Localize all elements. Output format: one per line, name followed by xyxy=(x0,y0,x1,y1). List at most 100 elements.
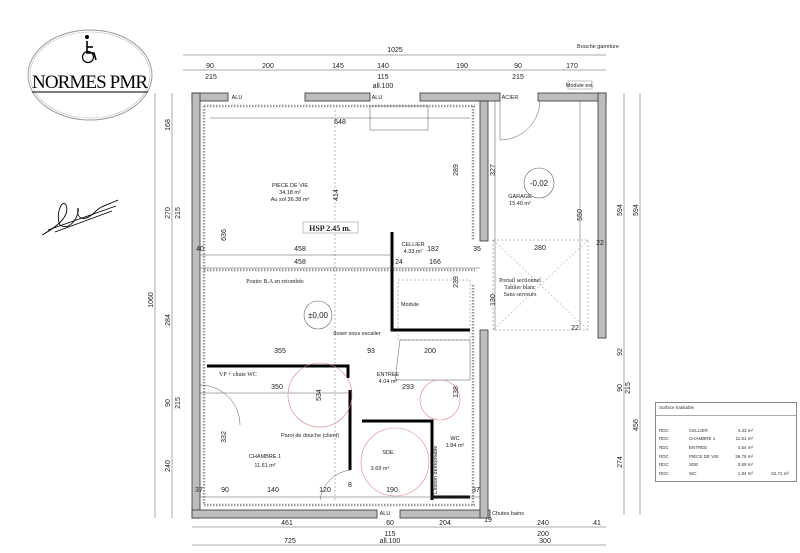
plan-label: 190 xyxy=(386,487,398,494)
plan-label: 200 xyxy=(262,63,274,70)
plan-label: 725 xyxy=(284,538,296,545)
left-dimensions: 168 270 215 1060 284 90 215 240 xyxy=(148,93,182,518)
surface-total: 62.71 m² xyxy=(771,470,789,476)
plan-label: 240 xyxy=(537,520,549,527)
plan-label: 90 xyxy=(165,399,172,407)
plan-label: 636 xyxy=(221,229,228,241)
plan-label: ALU xyxy=(232,95,243,101)
plan-label: 458 xyxy=(294,246,306,253)
plan-label: 550 xyxy=(577,209,584,221)
plan-label: VP + chute WC xyxy=(219,372,257,378)
plan-label: 140 xyxy=(267,487,279,494)
top-dimensions: 1025 90 200 145 140 190 90 170 215 115 a… xyxy=(183,44,619,90)
level-garage: -0,02 xyxy=(530,179,549,188)
turning-circles xyxy=(287,362,461,497)
plan-label: 458 xyxy=(294,259,306,266)
plan-label: 215 xyxy=(175,207,182,219)
plan-label: Tablier blanc xyxy=(504,285,536,291)
plan-label: 239 xyxy=(453,276,460,288)
plan-label: 90 xyxy=(514,63,522,70)
plan-label: 461 xyxy=(281,520,293,527)
garage: -0,02 GARAGE 15.40 m² Portail sectionnel… xyxy=(492,101,589,331)
plan-label: 190 xyxy=(456,63,468,70)
plan-label: CELLIER xyxy=(402,242,425,248)
normes-pmr-logo: NORMES PMR xyxy=(27,29,153,121)
level-main: ±0,00 xyxy=(308,311,329,320)
plan-label: 270 xyxy=(165,207,172,219)
plan-label: 274 xyxy=(617,456,624,468)
bottom-dimensions: 461 60 204 19 240 41 115 200 725 all.100… xyxy=(192,517,606,546)
plan-label: 215 xyxy=(175,397,182,409)
plan-label: 1060 xyxy=(148,292,155,308)
plan-label: 534 xyxy=(316,389,323,401)
plan-label: 145 xyxy=(332,63,344,70)
plan-label: ENTREE xyxy=(377,372,400,378)
plan-label: 170 xyxy=(566,63,578,70)
plan-label: 115 xyxy=(377,74,388,81)
plan-label: 284 xyxy=(165,314,172,326)
plan-label: 24 xyxy=(395,259,403,266)
plan-label: 215 xyxy=(512,74,524,81)
plan-label: 332 xyxy=(221,431,228,443)
plan-label: 22 xyxy=(571,325,579,332)
plan-label: 200 xyxy=(537,531,549,538)
plan-label: 90 xyxy=(617,384,624,392)
plan-label: 182 xyxy=(427,246,439,253)
plan-label: 168 xyxy=(165,119,172,131)
logo-text: NORMES PMR xyxy=(32,72,148,93)
plan-label: Au sol 36.38 m² xyxy=(271,197,310,203)
plan-label: 90 xyxy=(206,63,214,70)
plan-label: 8 xyxy=(348,482,352,489)
plan-label: 93 xyxy=(367,348,375,355)
plan-label: 11.61 m² xyxy=(254,463,275,469)
plan-label: 37 xyxy=(472,487,480,494)
plan-label: PIECE DE VIE xyxy=(272,183,308,189)
plan-label: 456 xyxy=(633,419,640,431)
signature xyxy=(41,199,119,236)
plan-label: 240 xyxy=(165,460,172,472)
plan-label: ACIER xyxy=(502,95,519,101)
plan-label: 280 xyxy=(534,245,546,252)
plan-label: 138 xyxy=(453,386,460,398)
inner-dimensions: 648 414 289 327 550 458 458 636 40 182 1… xyxy=(195,119,604,494)
plan-label: Sans serveurs xyxy=(504,292,537,298)
interior-walls xyxy=(199,99,541,501)
wheelchair-icon xyxy=(81,35,97,64)
plan-label: Portail sectionnel xyxy=(499,278,541,284)
plan-label: 355 xyxy=(274,348,286,355)
plan-label: 4.33 m² xyxy=(404,249,423,255)
plan-label: Module ext. xyxy=(566,83,595,89)
plan-label: 215 xyxy=(625,382,632,394)
right-dimensions: 594 594 92 90 215 456 274 xyxy=(617,93,641,515)
plan-label: 166 xyxy=(429,259,441,266)
plan-label: 19 xyxy=(484,517,492,524)
plan-label: all.100 xyxy=(380,538,401,545)
plan-label: 120 xyxy=(319,487,331,494)
plan-label: 90 xyxy=(221,487,229,494)
plan-label: 34.18 m² xyxy=(279,190,301,196)
window-labels: ALU ALU ACIER ALU xyxy=(232,95,519,517)
plan-label: 92 xyxy=(617,348,624,356)
plan-label: 22 xyxy=(596,240,604,247)
plan-label: WC xyxy=(450,436,459,442)
plan-label: 350 xyxy=(271,384,283,391)
plan-label: Poutre B.A en retombée xyxy=(246,279,304,285)
plan-label: Bouche garniture xyxy=(577,44,619,50)
plan-label: doser sous escalier xyxy=(333,331,381,337)
plan-label: 300 xyxy=(539,538,551,545)
plan-label: 289 xyxy=(453,164,460,176)
plan-label: Module xyxy=(401,302,419,308)
plan-label: ALU xyxy=(372,95,383,101)
plan-label: ALU xyxy=(380,511,391,517)
plan-label: 204 xyxy=(439,520,451,527)
plan-label: 648 xyxy=(334,119,346,126)
plan-label: 60 xyxy=(386,520,394,527)
